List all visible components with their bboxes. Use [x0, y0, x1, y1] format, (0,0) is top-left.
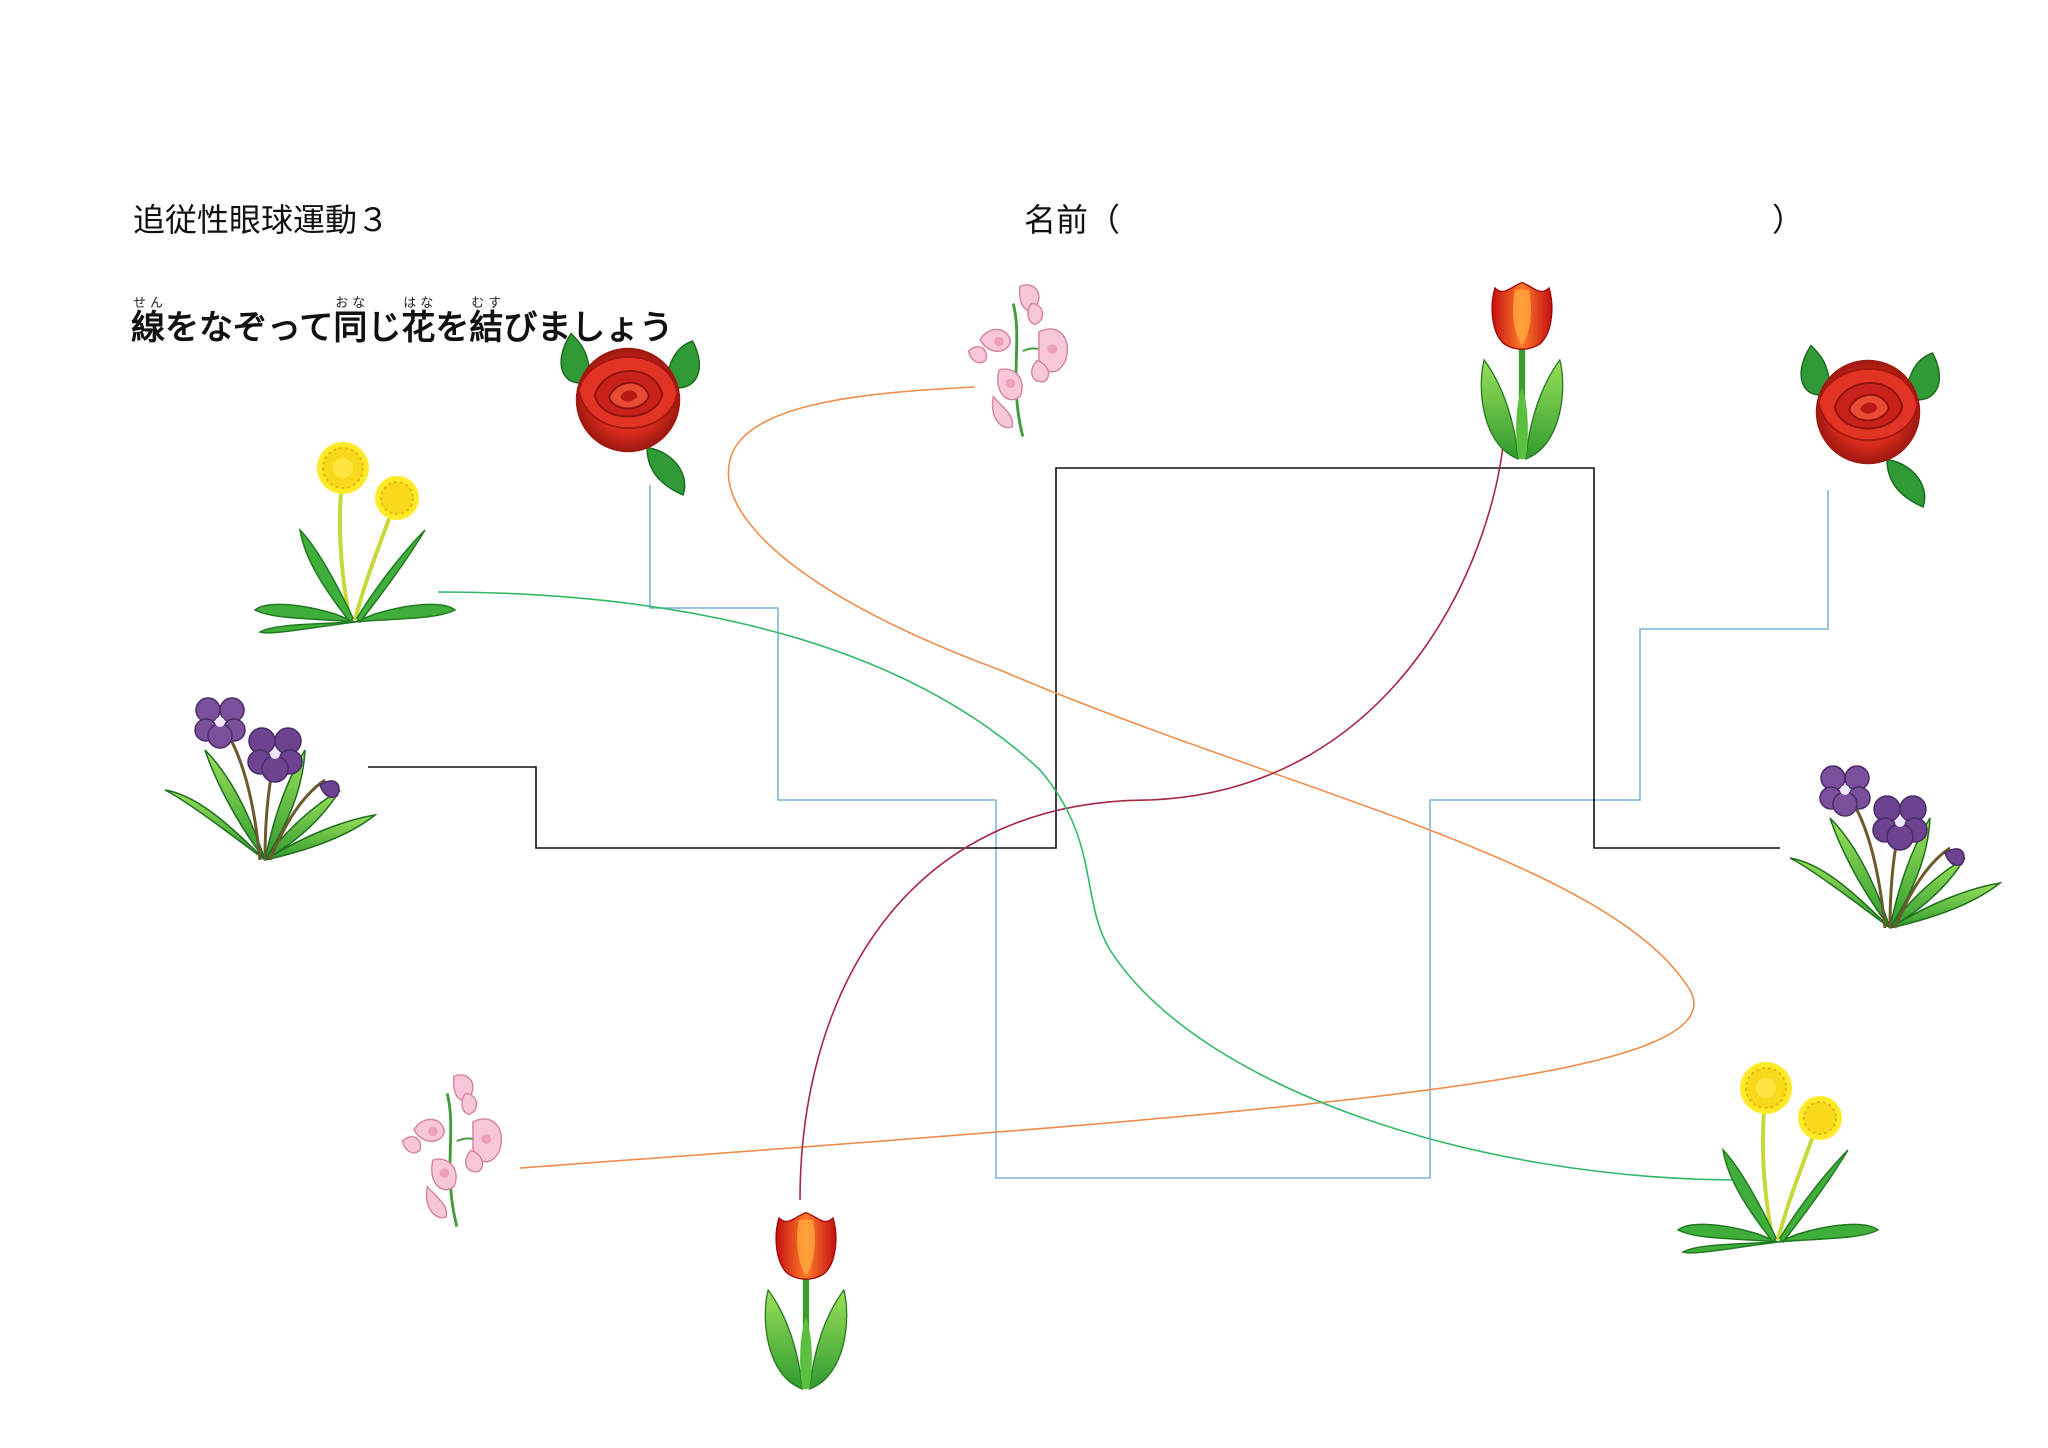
- sweet-pea-path-line[interactable]: [519, 386, 1695, 1169]
- worksheet-title: 追従性眼球運動３: [133, 201, 390, 239]
- instruction-part: をなぞって: [165, 308, 334, 348]
- rose-icon: [1800, 344, 1941, 508]
- violet-path-line[interactable]: [368, 467, 1780, 849]
- name-field-close: ）: [1772, 201, 1805, 239]
- rose-icon: [560, 332, 701, 496]
- instruction-part: を: [435, 308, 470, 348]
- instruction-part: 線せん: [131, 296, 165, 348]
- sweet-pea-icon: [967, 283, 1069, 438]
- tulip-icon: [765, 1213, 846, 1389]
- tulip-path-line[interactable]: [799, 419, 1506, 1201]
- instruction-part: 結むす: [469, 296, 504, 348]
- dandelion-path-line[interactable]: [437, 591, 1741, 1181]
- instruction-part: びましょう: [503, 308, 674, 348]
- connecting-lines: [368, 386, 1829, 1201]
- name-label: 名前（: [1024, 201, 1121, 239]
- tulip-icon: [1481, 283, 1562, 459]
- instruction-text: 線せんをなぞって同おなじ花はなを結むすびましょう: [131, 296, 673, 349]
- instruction-part: じ: [367, 308, 402, 348]
- instruction-part: 同おな: [333, 296, 368, 348]
- sweet-pea-icon: [401, 1073, 503, 1228]
- violet-icon: [163, 696, 377, 862]
- rose-path-line[interactable]: [649, 485, 1829, 1179]
- instruction-part: 花はな: [401, 296, 436, 348]
- dandelion-icon: [1676, 1060, 1880, 1255]
- violet-icon: [1788, 764, 2002, 930]
- dandelion-icon: [253, 440, 457, 635]
